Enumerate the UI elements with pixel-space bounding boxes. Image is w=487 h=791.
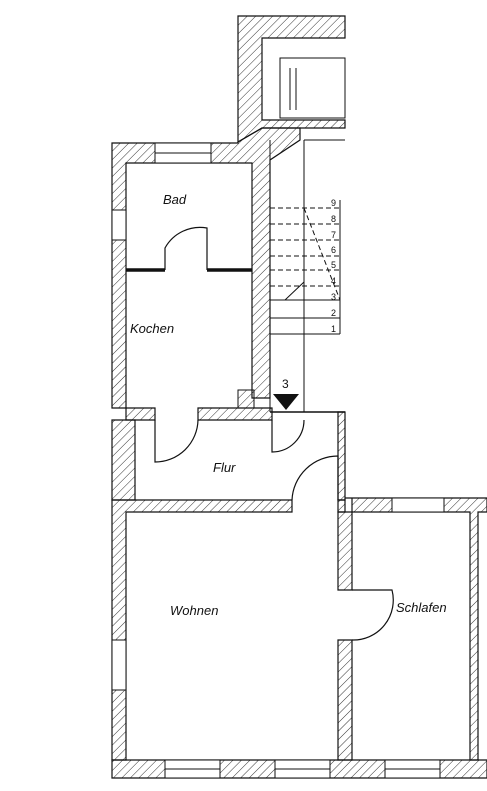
door-kochen — [154, 419, 199, 463]
door-stair — [271, 419, 305, 453]
step-number: 6 — [331, 245, 336, 255]
door-schlafen — [351, 589, 394, 641]
step-number: 5 — [331, 260, 336, 270]
level-marker: 3 — [273, 377, 299, 410]
window-wohnen-left — [111, 639, 127, 691]
step-number: 2 — [331, 308, 336, 318]
stair-steps-solid — [270, 281, 340, 335]
kitchen-flur-wall-right — [197, 407, 273, 421]
windows — [111, 57, 445, 779]
flur-wohnen-wall-right — [337, 499, 346, 513]
flur-right-wall — [337, 411, 346, 501]
step-number: 8 — [331, 214, 336, 224]
level-marker-number: 3 — [282, 377, 289, 391]
flur-wohnen-wall — [111, 499, 293, 761]
chimney-shaft — [237, 389, 255, 409]
living-bedroom-wall-lower — [337, 639, 353, 761]
step-number: 1 — [331, 324, 336, 334]
room-label-flur: Flur — [213, 460, 236, 475]
stair-steps-dashed — [270, 207, 341, 301]
room-label-kochen: Kochen — [130, 321, 174, 336]
room-labels: Bad Kochen Flur Wohnen Schlafen — [130, 192, 447, 618]
kitchen-bath-outer-wall — [111, 127, 301, 409]
stair-step-numbers: 1 2 3 4 5 6 7 8 9 — [331, 198, 336, 334]
living-bedroom-wall-upper — [337, 511, 353, 591]
doors — [154, 226, 394, 641]
level-marker-triangle — [273, 394, 299, 410]
step-number: 7 — [331, 230, 336, 240]
exterior-walls — [111, 15, 487, 779]
room-label-schlafen: Schlafen — [396, 600, 447, 615]
staircase — [269, 139, 345, 413]
door-wohnen — [291, 455, 339, 501]
step-number: 4 — [331, 276, 336, 286]
window-bedroom-top — [391, 497, 445, 513]
window-kochen — [111, 209, 127, 241]
kitchen-flur-wall — [125, 407, 156, 421]
window-annex — [279, 57, 346, 119]
step-number: 9 — [331, 198, 336, 208]
step-number: 3 — [331, 292, 336, 302]
bedroom-top-wall — [345, 497, 487, 761]
room-label-wohnen: Wohnen — [170, 603, 218, 618]
flur-left-wall — [111, 419, 136, 501]
door-bad — [164, 226, 208, 270]
room-label-bad: Bad — [163, 192, 187, 207]
